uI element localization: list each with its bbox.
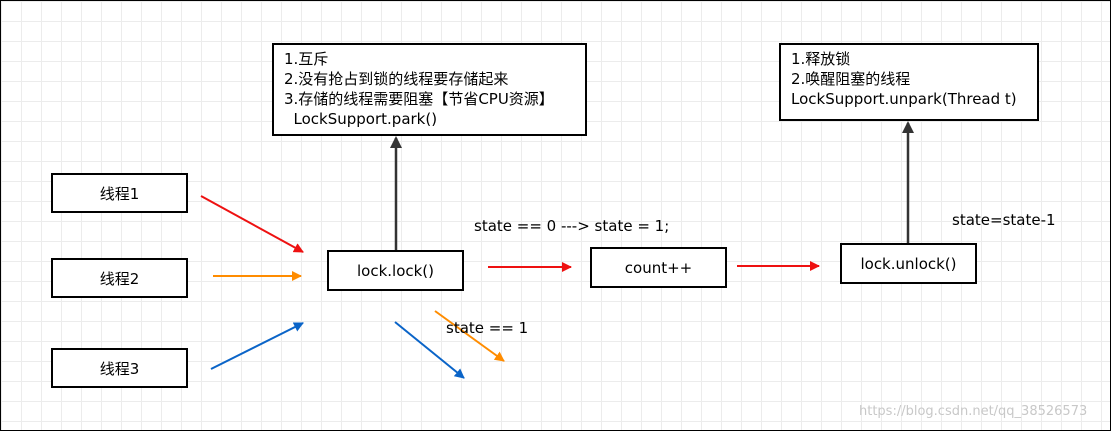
lock-note-box: 1.互斥 2.没有抢占到锁的线程要存储起来 3.存储的线程需要阻塞【节省CPU资… bbox=[272, 43, 587, 136]
thread-2-label: 线程2 bbox=[99, 269, 140, 288]
thread-3-box: 线程3 bbox=[51, 348, 188, 388]
lock-box: lock.lock() bbox=[327, 250, 464, 291]
unlock-box: lock.unlock() bbox=[840, 243, 977, 284]
lock-note-line-1: 1.互斥 bbox=[284, 50, 329, 68]
unlock-box-label: lock.unlock() bbox=[860, 254, 957, 273]
lock-note-line-4: LockSupport.park() bbox=[284, 110, 438, 128]
thread-1-label: 线程1 bbox=[99, 184, 140, 203]
blocked-blue-arrow bbox=[394, 321, 465, 379]
thread-2-box: 线程2 bbox=[51, 258, 188, 298]
release-label: state=state-1 bbox=[952, 211, 1056, 229]
lock-note-line-3: 3.存储的线程需要阻塞【节省CPU资源】 bbox=[284, 90, 554, 108]
thread3-to-lock-arrow bbox=[210, 322, 304, 370]
count-box-label: count++ bbox=[624, 258, 693, 277]
lock-box-label: lock.lock() bbox=[356, 261, 435, 280]
cas-success-label: state == 0 ---> state = 1; bbox=[474, 217, 670, 235]
lock-note-line-2: 2.没有抢占到锁的线程要存储起来 bbox=[284, 70, 509, 88]
unlock-note-line-2: 2.唤醒阻塞的线程 bbox=[791, 70, 911, 88]
unlock-note-box: 1.释放锁 2.唤醒阻塞的线程 LockSupport.unpark(Threa… bbox=[779, 43, 1039, 121]
thread-3-label: 线程3 bbox=[99, 359, 140, 378]
unlock-note-line-1: 1.释放锁 bbox=[791, 50, 851, 68]
reentrant-orange-arrow bbox=[434, 310, 505, 362]
thread1-to-lock-arrow bbox=[200, 195, 304, 253]
count-box: count++ bbox=[590, 247, 727, 288]
reentrant-label: state == 1 bbox=[446, 319, 529, 337]
watermark-text: https://blog.csdn.net/qq_38526573 bbox=[859, 404, 1088, 419]
thread-1-box: 线程1 bbox=[51, 173, 188, 213]
unlock-note-line-3: LockSupport.unpark(Thread t) bbox=[791, 90, 1017, 108]
